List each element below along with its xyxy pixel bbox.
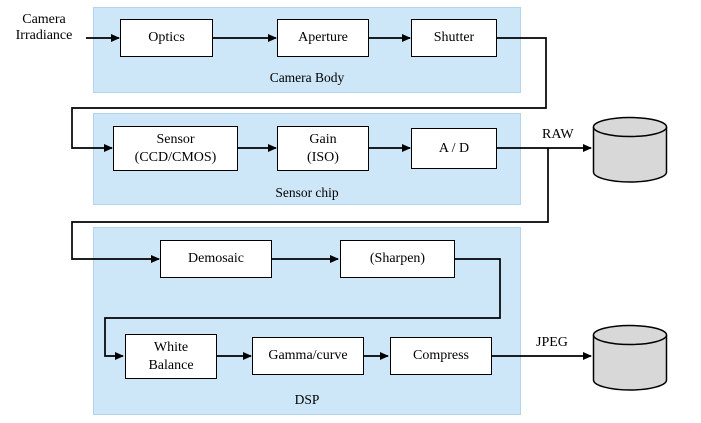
node-shutter: Shutter: [411, 19, 497, 57]
node-gamma-curve: Gamma/curve: [252, 337, 364, 375]
node-demosaic: Demosaic: [160, 240, 272, 278]
input-label-camera-irradiance: Camera Irradiance: [15, 12, 73, 44]
output-label-jpeg: JPEG: [536, 335, 568, 350]
node-white-balance: White Balance: [125, 334, 217, 379]
node-optics: Optics: [120, 19, 213, 57]
node-a-d: A / D: [411, 128, 497, 169]
group-label-dsp: DSP: [294, 392, 320, 408]
group-dsp: DSP: [93, 227, 521, 415]
node-aperture: Aperture: [277, 19, 369, 57]
raw-storage-cylinder-icon: [592, 116, 668, 189]
node-sensor-ccd-cmos: Sensor (CCD/CMOS): [113, 126, 238, 171]
output-label-raw: RAW: [542, 127, 574, 142]
group-label-camera-body: Camera Body: [269, 70, 345, 86]
node-sharpen: (Sharpen): [340, 240, 455, 278]
node-gain-iso: Gain (ISO): [277, 126, 369, 171]
group-label-sensor-chip: Sensor chip: [275, 185, 339, 201]
jpeg-storage-cylinder-icon: [592, 324, 668, 397]
node-compress: Compress: [390, 337, 492, 375]
